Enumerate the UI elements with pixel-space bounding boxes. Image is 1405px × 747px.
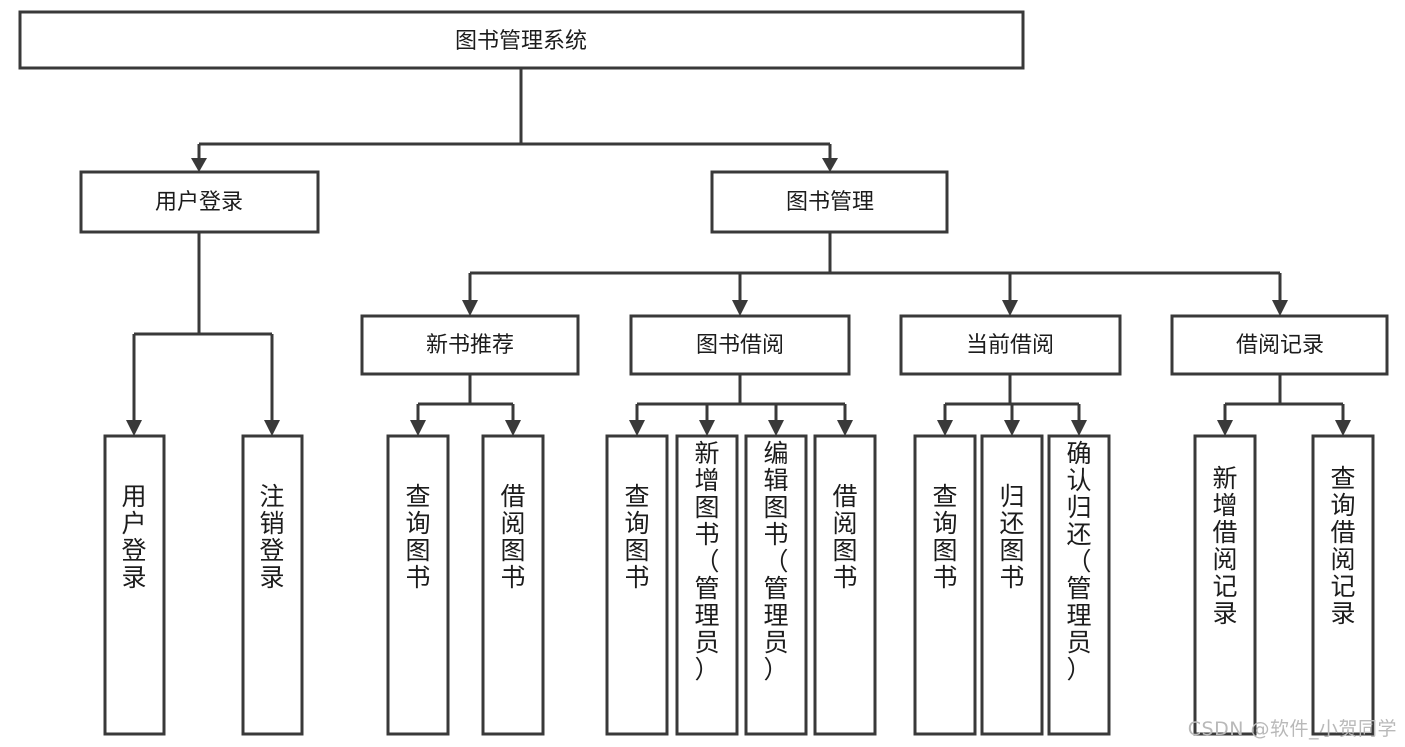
- node-leaf-query-book-3[interactable]: 查询图书: [913, 434, 977, 736]
- arrow-to-current-borrow: [1002, 300, 1018, 316]
- node-leaf-return-book-label: 归还图书: [999, 482, 1024, 592]
- node-book-borrow[interactable]: 图书借阅: [629, 314, 851, 376]
- node-new-book-recommend[interactable]: 新书推荐: [360, 314, 580, 376]
- node-leaf-user-login-label: 用户登录: [121, 482, 146, 592]
- node-book-manage[interactable]: 图书管理: [710, 170, 949, 234]
- node-book-manage-box[interactable]: [710, 170, 949, 234]
- node-leaf-confirm-return-label: 确认归还（管理员）: [1066, 439, 1091, 684]
- connector-group-user-login: [126, 232, 280, 436]
- connector-group-current-borrow: [937, 374, 1087, 436]
- arrow-to-leaf-query-record: [1335, 420, 1351, 436]
- arrow-to-new-book-recommend: [462, 300, 478, 316]
- arrow-to-leaf-add-record: [1217, 420, 1233, 436]
- node-book-manage-label: 图书管理: [786, 190, 874, 215]
- node-leaf-query-record-box[interactable]: [1311, 434, 1375, 736]
- node-leaf-query-book-2-box[interactable]: [605, 434, 669, 736]
- node-borrow-record-label: 借阅记录: [1236, 333, 1324, 358]
- node-new-book-recommend-box[interactable]: [360, 314, 580, 376]
- node-user-login-box[interactable]: [79, 170, 320, 234]
- node-leaf-borrow-book-2-label: 借阅图书: [832, 482, 857, 592]
- arrow-to-leaf-confirm-return: [1071, 420, 1087, 436]
- node-leaf-return-book-box[interactable]: [980, 434, 1044, 736]
- connector-group-root: [191, 68, 838, 172]
- arrow-to-leaf-add-book: [699, 420, 715, 436]
- arrow-to-leaf-query-book-3: [937, 420, 953, 436]
- arrow-to-leaf-borrow-book-1: [505, 420, 521, 436]
- node-root-label: 图书管理系统: [455, 29, 587, 54]
- arrow-to-leaf-query-book-1: [410, 420, 426, 436]
- arrow-to-borrow-record: [1272, 300, 1288, 316]
- node-leaf-add-book-label: 新增图书（管理员）: [694, 439, 719, 684]
- node-leaf-user-login-box[interactable]: [103, 434, 166, 736]
- node-leaf-borrow-book-2[interactable]: 借阅图书: [813, 434, 877, 736]
- node-leaf-borrow-book-2-box[interactable]: [813, 434, 877, 736]
- node-leaf-query-book-1-box[interactable]: [386, 434, 450, 736]
- arrow-to-leaf-logout-login: [264, 420, 280, 436]
- node-user-login-label: 用户登录: [155, 190, 243, 215]
- node-leaf-borrow-book-1[interactable]: 借阅图书: [481, 434, 545, 736]
- connector-group-book-manage: [462, 232, 1288, 316]
- node-borrow-record-box[interactable]: [1170, 314, 1389, 376]
- node-leaf-query-record-label: 查询借阅记录: [1330, 464, 1355, 628]
- node-new-book-recommend-label: 新书推荐: [426, 333, 514, 358]
- node-leaf-user-login[interactable]: 用户登录: [103, 434, 166, 736]
- node-leaf-edit-book-label: 编辑图书（管理员）: [763, 439, 788, 684]
- node-leaf-query-book-2[interactable]: 查询图书: [605, 434, 669, 736]
- node-leaf-query-book-1[interactable]: 查询图书: [386, 434, 450, 736]
- arrow-to-leaf-borrow-book-2: [837, 420, 853, 436]
- node-current-borrow[interactable]: 当前借阅: [899, 314, 1122, 376]
- node-leaf-confirm-return[interactable]: 确认归还（管理员）: [1047, 434, 1111, 736]
- node-leaf-edit-book[interactable]: 编辑图书（管理员）: [744, 434, 808, 736]
- node-leaf-query-book-3-box[interactable]: [913, 434, 977, 736]
- node-leaf-query-record[interactable]: 查询借阅记录: [1311, 434, 1375, 736]
- arrow-to-user-login: [191, 158, 207, 172]
- arrow-to-leaf-edit-book: [768, 420, 784, 436]
- arrow-to-book-borrow: [732, 300, 748, 316]
- node-book-borrow-box[interactable]: [629, 314, 851, 376]
- connector-group-borrow-record: [1217, 374, 1351, 436]
- arrow-to-leaf-query-book-2: [629, 420, 645, 436]
- node-leaf-add-record[interactable]: 新增借阅记录: [1193, 434, 1257, 736]
- node-root[interactable]: 图书管理系统: [18, 10, 1025, 70]
- node-user-login[interactable]: 用户登录: [79, 170, 320, 234]
- node-current-borrow-box[interactable]: [899, 314, 1122, 376]
- node-leaf-add-book[interactable]: 新增图书（管理员）: [675, 434, 739, 736]
- node-leaf-add-record-label: 新增借阅记录: [1212, 464, 1237, 628]
- node-book-borrow-label: 图书借阅: [696, 333, 784, 358]
- node-leaf-logout-login-box[interactable]: [241, 434, 304, 736]
- node-leaf-edit-book-box[interactable]: [744, 434, 808, 736]
- node-leaf-add-record-box[interactable]: [1193, 434, 1257, 736]
- node-leaf-borrow-book-1-label: 借阅图书: [500, 482, 525, 592]
- arrow-to-book-manage: [822, 158, 838, 172]
- node-leaf-logout-login[interactable]: 注销登录: [241, 434, 304, 736]
- connector-group-book-borrow: [629, 374, 853, 436]
- arrow-to-leaf-return-book: [1004, 420, 1020, 436]
- node-leaf-add-book-box[interactable]: [675, 434, 739, 736]
- node-leaf-logout-login-label: 注销登录: [259, 482, 284, 592]
- node-leaf-borrow-book-1-box[interactable]: [481, 434, 545, 736]
- node-borrow-record[interactable]: 借阅记录: [1170, 314, 1389, 376]
- node-leaf-query-book-2-label: 查询图书: [624, 482, 649, 592]
- node-leaf-query-book-1-label: 查询图书: [405, 482, 430, 592]
- node-leaf-confirm-return-box[interactable]: [1047, 434, 1111, 736]
- node-leaf-query-book-3-label: 查询图书: [932, 482, 957, 592]
- node-current-borrow-label: 当前借阅: [966, 333, 1054, 358]
- connector-group-new-book-recommend: [410, 374, 521, 436]
- node-root-box[interactable]: [18, 10, 1025, 70]
- node-leaf-return-book[interactable]: 归还图书: [980, 434, 1044, 736]
- arrow-to-leaf-user-login: [126, 420, 142, 436]
